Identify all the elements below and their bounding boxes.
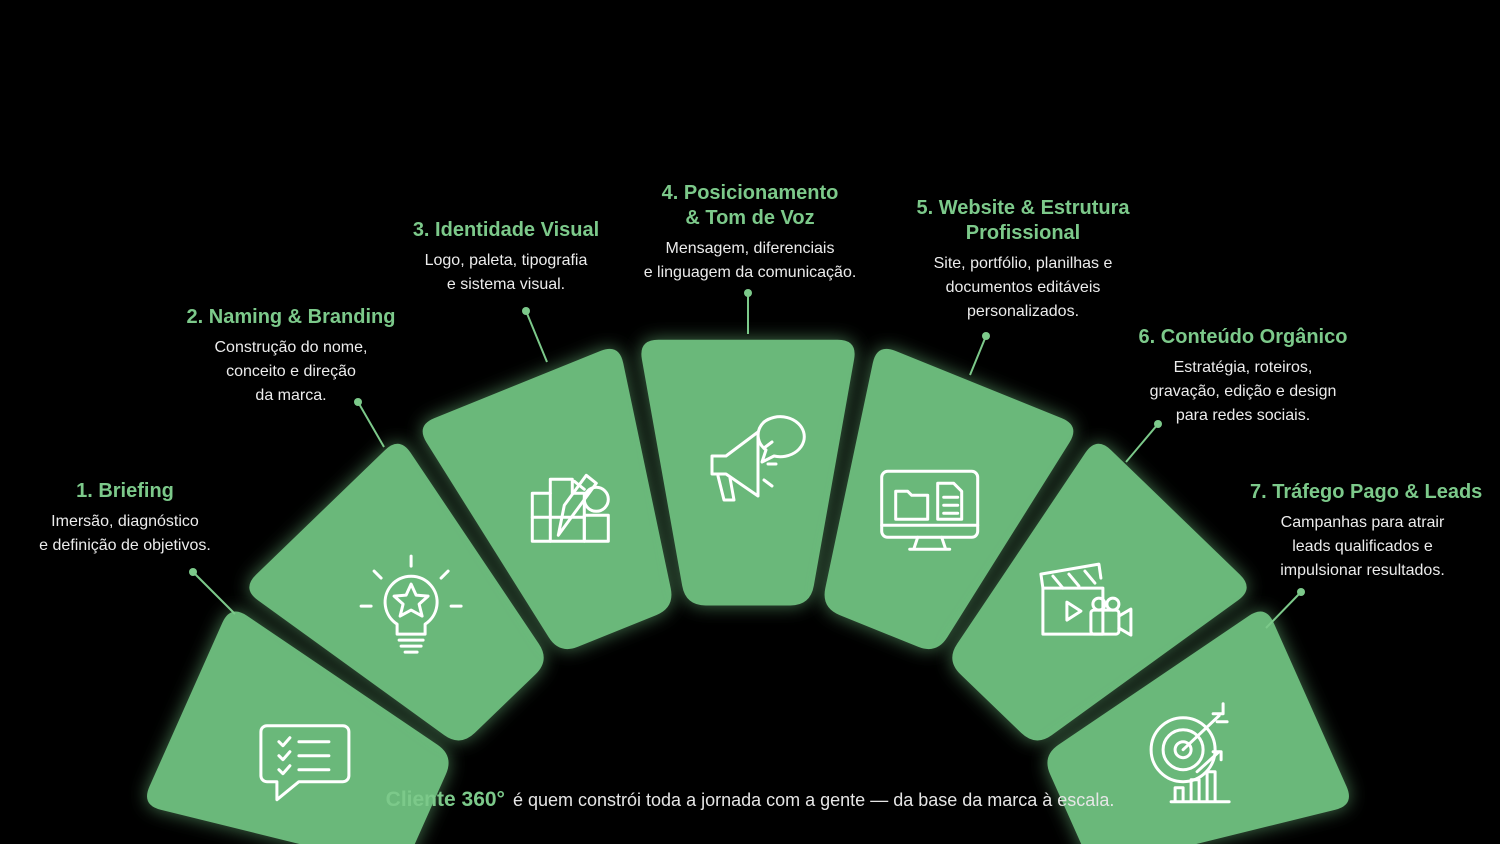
step-1-desc: Imersão, diagnóstico e definição de obje… (39, 513, 211, 554)
footer-tagline: Cliente 360° é quem constrói toda a jorna… (0, 788, 1500, 812)
footer-text: é quem constrói toda a jornada com a gen… (512, 790, 1115, 810)
step-2-desc: Construção do nome, conceito e direção d… (214, 339, 368, 404)
pen-shapes-icon (530, 473, 610, 543)
step-5-label: 5. Website & Estrutura Profissional Site… (908, 196, 1138, 324)
step-1-label: 1. Briefing Imersão, diagnóstico e defin… (20, 479, 230, 558)
step-3-desc: Logo, paleta, tipografia e sistema visua… (424, 252, 588, 293)
step-5-title: 5. Website & Estrutura Profissional (916, 197, 1130, 244)
step-7-desc: Campanhas para atrair leads qualificados… (1280, 514, 1445, 579)
step-7-connector-dot (1297, 588, 1305, 596)
step-3-connector-dot (522, 307, 530, 315)
step-6-connector-dot (1154, 420, 1162, 428)
step-3-segment (422, 348, 672, 650)
step-4-desc: Mensagem, diferenciais e linguagem da co… (643, 240, 857, 281)
step-6-label: 6. Conteúdo Orgânico Estratégia, roteiro… (1133, 325, 1353, 428)
step-7-segment (1047, 611, 1349, 844)
megaphone-icon (710, 415, 806, 502)
step-6-desc: Estratégia, roteiros, gravação, edição e… (1149, 359, 1337, 424)
step-2-connector-dot (354, 398, 362, 406)
step-1-title: 1. Briefing (76, 480, 174, 502)
clapper-camera-icon (1039, 562, 1133, 637)
step-7-title: 7. Tráfego Pago & Leads (1250, 481, 1483, 503)
step-5-connector (969, 335, 987, 376)
step-2-connector (357, 401, 385, 448)
step-2-label: 2. Naming & Branding Construção do nome,… (181, 305, 401, 408)
step-1-connector (192, 571, 236, 615)
step-2-title: 2. Naming & Branding (186, 306, 396, 328)
step-4-segment (641, 339, 855, 606)
monitor-files-icon (880, 469, 980, 551)
step-5-connector-dot (982, 332, 990, 340)
step-7-label: 7. Tráfego Pago & Leads Campanhas para a… (1250, 480, 1483, 583)
step-4-connector-dot (744, 289, 752, 297)
footer-brand: Cliente 360° (385, 788, 505, 811)
step-3-title: 3. Identidade Visual (412, 219, 600, 241)
target-growth-icon (1149, 702, 1231, 804)
step-6-segment (952, 443, 1247, 741)
step-6-title: 6. Conteúdo Orgânico (1138, 326, 1348, 348)
step-1-connector-dot (189, 568, 197, 576)
step-1-segment (147, 611, 449, 844)
lightbulb-star-icon (359, 554, 463, 654)
step-4-title: 4. Posicionamento & Tom de Voz (661, 182, 839, 229)
step-7-connector (1265, 591, 1302, 629)
step-6-connector (1125, 423, 1159, 463)
step-4-label: 4. Posicionamento & Tom de Voz Mensagem,… (630, 181, 870, 285)
step-3-connector (525, 310, 548, 363)
checklist-chat-icon (259, 724, 351, 802)
step-5-desc: Site, portfólio, planilhas e documentos … (933, 255, 1113, 320)
step-2-segment (249, 443, 544, 741)
step-5-segment (824, 348, 1074, 650)
step-3-label: 3. Identidade Visual Logo, paleta, tipog… (396, 218, 616, 297)
